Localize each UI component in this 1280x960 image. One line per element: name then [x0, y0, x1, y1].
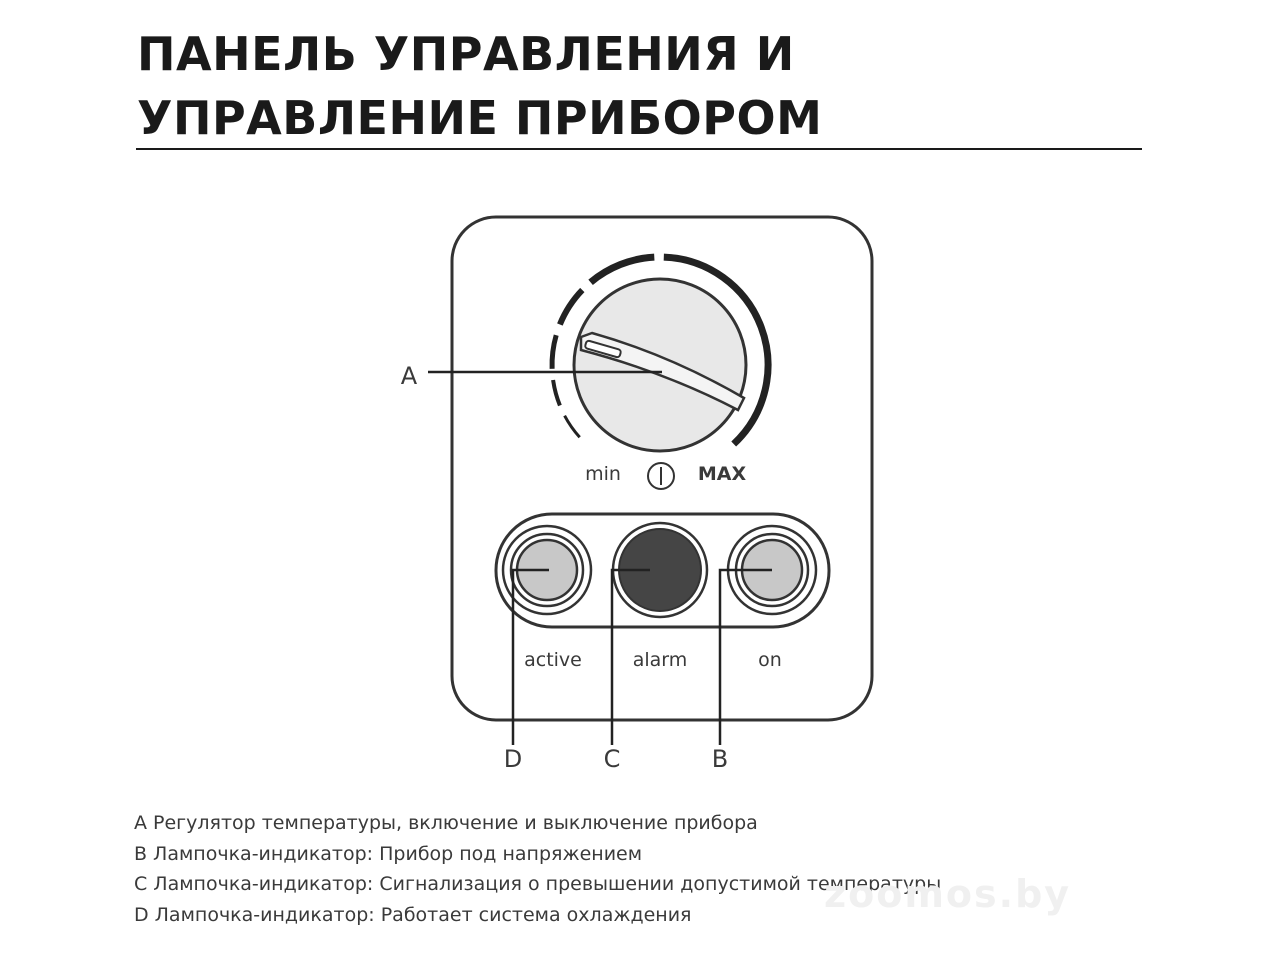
watermark: zoomos.by	[824, 872, 1072, 916]
dial-arc-segment	[557, 287, 585, 326]
legend-text: Лампочка-индикатор: Работает система охл…	[154, 903, 692, 926]
legend-text: Регулятор температуры, включение и выклю…	[153, 812, 758, 834]
lamp-label-on: on	[758, 649, 782, 671]
legend-list: A Регулятор температуры, включение и выкл…	[134, 808, 941, 930]
lamp-label-active: active	[524, 649, 582, 671]
lamp-label-alarm: alarm	[633, 649, 688, 671]
callout-line-b	[718, 568, 772, 745]
legend-text: Лампочка-индикатор: Сигнализация о превы…	[153, 873, 942, 895]
legend-key: A	[134, 812, 147, 834]
knob-max-label: MAX	[698, 463, 747, 485]
legend-key: B	[134, 842, 148, 865]
dial-arc-segment	[551, 379, 562, 407]
dial-scale	[549, 253, 772, 447]
legend-text: Лампочка-индикатор: Прибор под напряжени…	[153, 842, 643, 865]
dial-arc-segment	[588, 253, 655, 286]
knob-indicator-mark	[584, 339, 622, 359]
legend-key: C	[134, 873, 148, 895]
temperature-knob[interactable]	[572, 277, 748, 453]
dial-arc-segment	[563, 414, 581, 439]
power-icon	[647, 462, 675, 490]
callout-label-d: D	[504, 745, 522, 773]
legend-key: D	[134, 903, 149, 926]
knob-min-label: min	[585, 463, 621, 485]
callout-label-b: B	[712, 745, 728, 773]
dial-arc-max	[663, 253, 772, 447]
callout-label-c: C	[604, 745, 621, 773]
title-divider	[136, 148, 1142, 150]
callout-label-a: A	[401, 362, 418, 390]
page-title: ПАНЕЛЬ УПРАВЛЕНИЯ И УПРАВЛЕНИЕ ПРИБОРОМ	[137, 27, 823, 145]
control-panel-diagram: min MAX active alarm on A D C B	[401, 215, 874, 773]
callout-line-c	[610, 568, 650, 745]
callout-lines	[428, 370, 772, 745]
dial-arc-segment	[549, 334, 559, 369]
callout-line-d	[511, 568, 549, 745]
legend-item-a: A Регулятор температуры, включение и выкл…	[134, 808, 941, 839]
